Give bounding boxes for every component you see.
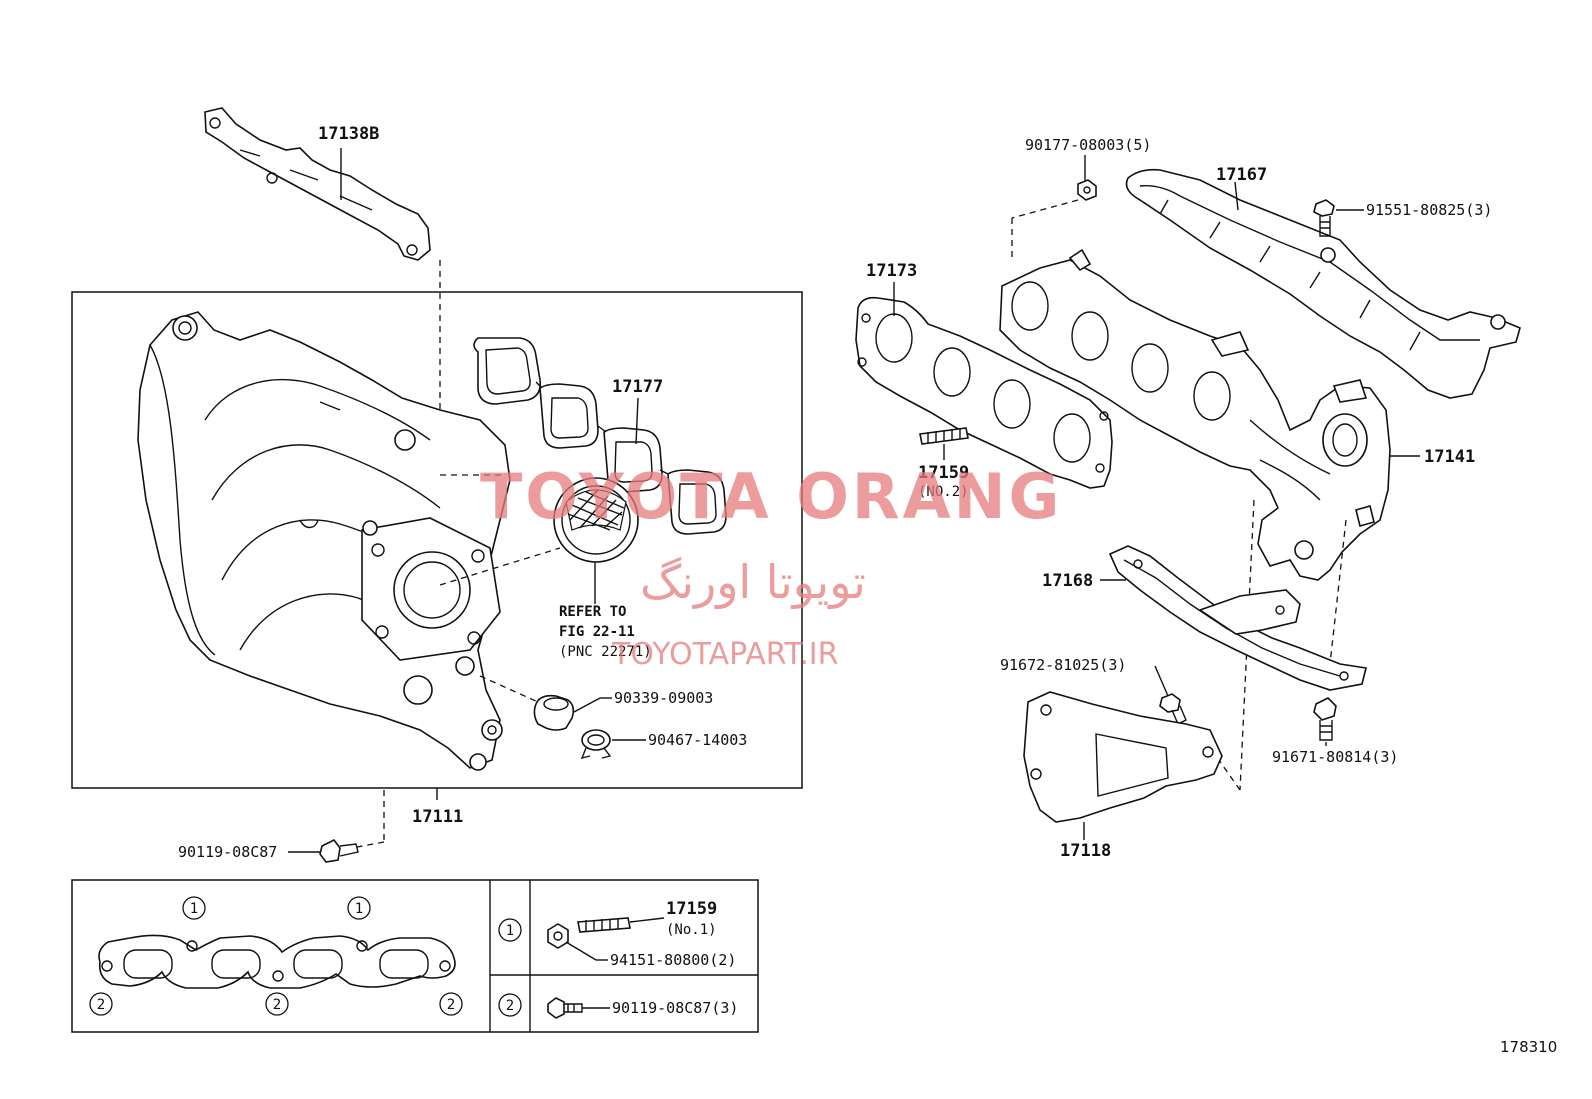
bolt-91551 — [1313, 199, 1335, 237]
label-90119-top: 90119-08C87 — [178, 843, 277, 861]
watermark-brand-en: TOYOTA ORANG — [480, 460, 1062, 533]
label-17111: 17111 — [412, 807, 463, 827]
label-17159-no1-sub: (No.1) — [666, 922, 717, 938]
plug-90339 — [533, 694, 575, 731]
clamp-90467 — [580, 729, 612, 760]
nut-90177 — [1077, 179, 1097, 201]
watermark-brand-fa: تویوتا اورنگ — [640, 555, 866, 610]
label-17159-no1: 17159 — [666, 899, 717, 919]
label-17177: 17177 — [612, 377, 663, 397]
figure-number: 178310 — [1500, 1038, 1557, 1056]
label-90119-legend: 90119-08C87(3) — [612, 999, 738, 1017]
marker-2-c: 2 — [439, 992, 463, 1016]
label-91671: 91671-80814(3) — [1272, 748, 1398, 766]
marker-1-b: 1 — [347, 896, 371, 920]
refer-line-1: REFER TO — [559, 604, 626, 620]
marker-2-a: 2 — [89, 992, 113, 1016]
bracket-17138b — [204, 107, 431, 261]
label-90339: 90339-09003 — [614, 689, 713, 707]
svg-text:1: 1 — [506, 923, 514, 939]
label-91551: 91551-80825(3) — [1366, 201, 1492, 219]
bolt-91671 — [1313, 697, 1337, 741]
svg-text:2: 2 — [506, 998, 514, 1014]
svg-text:2: 2 — [447, 997, 455, 1013]
bracket-17118 — [1023, 691, 1223, 823]
label-17159-no2-sub: (NO.2) — [918, 484, 969, 500]
svg-text:2: 2 — [273, 997, 281, 1013]
marker-1-a: 1 — [182, 896, 206, 920]
throttle-gasket — [553, 477, 639, 563]
heat-insulator-17167 — [1125, 168, 1521, 399]
exhaust-manifold-17141 — [999, 248, 1391, 581]
label-17167: 17167 — [1216, 165, 1267, 185]
watermark-url: TOYOTAPART.IR — [611, 637, 838, 672]
label-17168: 17168 — [1042, 571, 1093, 591]
stud-17159-no1 — [577, 917, 631, 933]
label-17159-no2: 17159 — [918, 463, 969, 483]
svg-text:1: 1 — [190, 901, 198, 917]
label-17173: 17173 — [866, 261, 917, 281]
label-90177: 90177-08003(5) — [1025, 136, 1151, 154]
label-17118: 17118 — [1060, 841, 1111, 861]
marker-1-legend: 1 — [498, 918, 522, 942]
heat-insulator-17168 — [1108, 545, 1367, 691]
refer-line-2: FIG 22-11 — [559, 624, 635, 640]
gasket-17177 — [473, 337, 727, 535]
label-17138b: 17138B — [318, 124, 379, 144]
svg-text:1: 1 — [355, 901, 363, 917]
bolt-91672 — [1159, 693, 1187, 725]
bolt-90119-top — [319, 838, 359, 863]
refer-line-3: (PNC 22271) — [559, 644, 652, 660]
label-90467: 90467-14003 — [648, 731, 747, 749]
marker-2-legend: 2 — [498, 993, 522, 1017]
intake-manifold-17111 — [137, 311, 511, 771]
bolt-90119-legend — [547, 997, 583, 1019]
label-17141: 17141 — [1424, 447, 1475, 467]
gasket-17173 — [855, 296, 1113, 489]
label-94151: 94151-80800(2) — [610, 951, 736, 969]
stud-17159-no2 — [919, 427, 969, 445]
marker-2-b: 2 — [265, 992, 289, 1016]
legend-gasket — [98, 934, 456, 989]
legend-box — [71, 879, 759, 1033]
nut-94151 — [547, 923, 569, 949]
label-91672: 91672-81025(3) — [1000, 656, 1126, 674]
svg-text:2: 2 — [97, 997, 105, 1013]
